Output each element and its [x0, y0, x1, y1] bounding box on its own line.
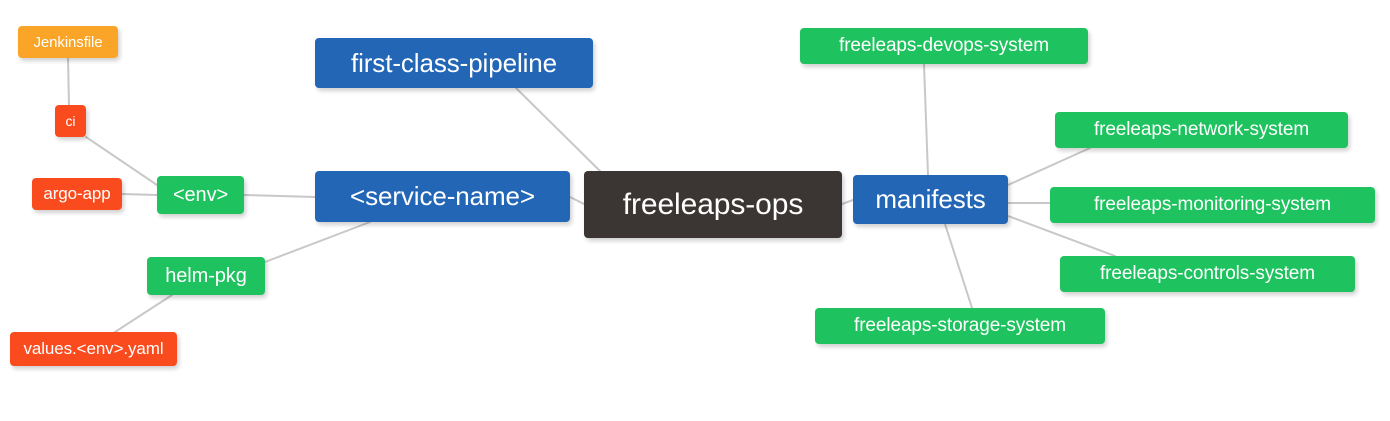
node-label: freeleaps-ops — [622, 187, 804, 221]
edge-service-name-to-env — [243, 194, 316, 198]
edge-helm-pkg-to-values-env-yaml — [114, 294, 173, 333]
node-label: first-class-pipeline — [350, 47, 558, 78]
node-helm-pkg[interactable]: helm-pkg — [147, 257, 265, 295]
edge-manifests-to-freeleaps-network-system — [1007, 147, 1091, 186]
node-label: freeleaps-devops-system — [839, 35, 1049, 56]
node-label: Jenkinsfile — [33, 33, 103, 51]
node-freeleaps-monitoring-system[interactable]: freeleaps-monitoring-system — [1050, 187, 1375, 223]
node-manifests[interactable]: manifests — [853, 175, 1008, 224]
node-freeleaps-storage-system[interactable]: freeleaps-storage-system — [815, 308, 1105, 344]
node-label: argo-app — [43, 184, 111, 203]
edge-manifests-to-freeleaps-devops-system — [923, 63, 929, 176]
node-freeleaps-controls-system[interactable]: freeleaps-controls-system — [1060, 256, 1355, 292]
node-label: freeleaps-controls-system — [1099, 263, 1316, 284]
node-freeleaps-network-system[interactable]: freeleaps-network-system — [1055, 112, 1348, 148]
node-freeleaps-ops[interactable]: freeleaps-ops — [584, 171, 842, 238]
edge-freeleaps-ops-to-service-name — [569, 196, 585, 205]
node-label: ci — [65, 113, 76, 129]
edge-service-name-to-helm-pkg — [264, 221, 371, 263]
node-values-env-yaml[interactable]: values.<env>.yaml — [10, 332, 177, 366]
edge-env-to-argo-app — [121, 193, 158, 196]
edge-manifests-to-freeleaps-storage-system — [944, 223, 973, 309]
node-label: freeleaps-storage-system — [854, 315, 1066, 336]
node-argo-app[interactable]: argo-app — [32, 178, 122, 210]
node-freeleaps-devops-system[interactable]: freeleaps-devops-system — [800, 28, 1088, 64]
node-label: <env> — [172, 183, 229, 206]
node-service-name[interactable]: <service-name> — [315, 171, 570, 222]
node-label: freeleaps-network-system — [1093, 119, 1310, 140]
node-first-class-pipeline[interactable]: first-class-pipeline — [315, 38, 593, 88]
edge-ci-to-jenkinsfile — [67, 57, 70, 106]
node-label: <service-name> — [349, 181, 536, 211]
node-label: helm-pkg — [165, 264, 247, 287]
edge-freeleaps-ops-to-first-class-pipeline — [515, 87, 601, 172]
node-jenkinsfile[interactable]: Jenkinsfile — [18, 26, 118, 58]
node-ci[interactable]: ci — [55, 105, 86, 137]
edge-freeleaps-ops-to-manifests — [841, 199, 854, 205]
node-env[interactable]: <env> — [157, 176, 244, 214]
node-label: values.<env>.yaml — [23, 339, 164, 358]
node-label: manifests — [875, 184, 986, 214]
node-label: freeleaps-monitoring-system — [1094, 194, 1331, 215]
